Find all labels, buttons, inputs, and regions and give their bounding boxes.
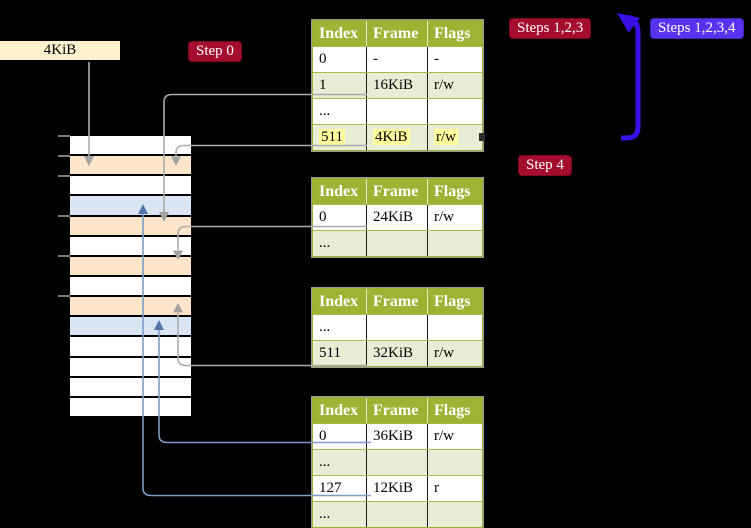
memory-row: [70, 317, 191, 338]
memory-row: [70, 276, 191, 298]
table-row: ...: [313, 501, 482, 527]
table-row: 0 24KiB r/w: [313, 204, 482, 230]
big-blue-loop-arrow: [617, 13, 641, 141]
highlighted-value: 4KiB: [373, 129, 410, 145]
memory-row: [70, 216, 191, 237]
memory-row: [70, 397, 191, 416]
table-row: 511 32KiB r/w: [313, 340, 482, 366]
memory-row: [70, 377, 191, 398]
column-header: Flags: [427, 398, 482, 423]
column-header: Flags: [427, 21, 482, 46]
column-header: Frame: [366, 179, 427, 204]
page-table-4: Index Frame Flags 0 36KiB r/w ... 127 12…: [311, 396, 484, 528]
table-row: ...: [313, 98, 482, 124]
memory-tick-marks: [58, 135, 70, 297]
table-header-row: Index Frame Flags: [313, 21, 482, 46]
memory-row: [70, 236, 191, 257]
memory-row: [70, 156, 191, 177]
page-table-1: Index Frame Flags 0 - - 1 16KiB r/w ... …: [311, 19, 484, 152]
step-4-badge: Step 4: [518, 155, 572, 176]
memory-row: [70, 136, 191, 157]
highlighted-value: 511: [319, 129, 345, 145]
memory-row: [70, 196, 191, 217]
table-row-highlighted: 511 4KiB r/w: [313, 124, 482, 150]
highlighted-value: r/w: [434, 129, 458, 145]
memory-row: [70, 337, 191, 358]
column-header: Flags: [427, 289, 482, 314]
column-header: Index: [319, 183, 359, 200]
physical-memory-column: [70, 136, 191, 416]
column-header: Frame: [366, 398, 427, 423]
table-row: 1 16KiB r/w: [313, 72, 482, 98]
column-header: Index: [319, 25, 359, 42]
column-header: Frame: [366, 289, 427, 314]
steps-123-badge: Steps 1,2,3: [509, 18, 592, 39]
table-header-row: Index Frame Flags: [313, 289, 482, 314]
column-header: Index: [319, 402, 359, 419]
memory-row: [70, 357, 191, 378]
table-row: ...: [313, 449, 482, 475]
memory-row: [70, 297, 191, 318]
table-row: ...: [313, 314, 482, 340]
page-table-3: Index Frame Flags ... 511 32KiB r/w: [311, 287, 484, 368]
arrowhead-up-left-icon: [617, 13, 640, 33]
column-header: Flags: [427, 179, 482, 204]
column-header: Frame: [366, 21, 427, 46]
table-header-row: Index Frame Flags: [313, 179, 482, 204]
table-header-row: Index Frame Flags: [313, 398, 482, 423]
page-table-2: Index Frame Flags 0 24KiB r/w ...: [311, 177, 484, 258]
memory-row: [70, 176, 191, 197]
step-0-badge: Step 0: [188, 41, 242, 62]
page-size-box: 4KiB: [0, 41, 120, 60]
table-row: 127 12KiB r: [313, 475, 482, 501]
steps-1234-badge: Steps 1,2,3,4: [650, 18, 744, 39]
table-row: 0 - -: [313, 46, 482, 72]
table-row: ...: [313, 230, 482, 256]
memory-row: [70, 256, 191, 277]
column-header: Index: [319, 293, 359, 310]
table-row: 0 36KiB r/w: [313, 423, 482, 449]
